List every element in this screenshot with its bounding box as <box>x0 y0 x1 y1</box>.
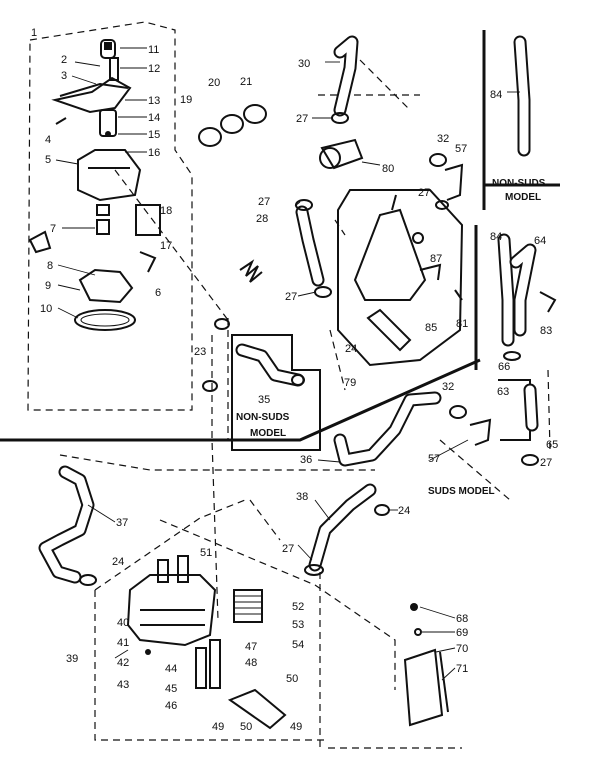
callout-57-a: 57 <box>455 143 467 155</box>
callout-84-b: 84 <box>490 231 502 243</box>
callout-64: 64 <box>534 235 546 247</box>
callout-71: 71 <box>456 663 468 675</box>
callout-27-c: 27 <box>285 291 297 303</box>
callout-37: 37 <box>116 517 128 529</box>
suds-model-label: SUDS MODEL <box>428 486 495 497</box>
model-labels: NON-SUDS MODEL NON-SUDS MODEL SUDS MODEL <box>236 178 546 497</box>
callout-1: 1 <box>31 27 37 39</box>
non-suds-model-label-top-1: NON-SUDS <box>492 178 546 189</box>
callout-38: 38 <box>296 491 308 503</box>
callout-50-b: 50 <box>240 721 252 733</box>
callout-3: 3 <box>61 70 67 82</box>
non-suds-model-label-top-2: MODEL <box>505 192 541 203</box>
agitator-drive-assembly <box>28 39 161 331</box>
callout-40: 40 <box>117 617 129 629</box>
callout-9: 9 <box>45 280 51 292</box>
bracket-assembly <box>403 603 449 727</box>
non-suds-model-label-mid-1: NON-SUDS <box>236 412 290 423</box>
callout-44: 44 <box>165 663 177 675</box>
callout-27-b: 27 <box>258 196 270 208</box>
callout-28: 28 <box>256 213 268 225</box>
callout-30: 30 <box>298 58 310 70</box>
upper-hose-group <box>295 35 364 298</box>
callout-81: 81 <box>456 318 468 330</box>
callout-53: 53 <box>292 619 304 631</box>
callout-27-a: 27 <box>296 113 308 125</box>
callout-6: 6 <box>155 287 161 299</box>
callout-27-f: 27 <box>282 543 294 555</box>
seal-rings <box>198 104 267 147</box>
callout-10: 10 <box>40 303 52 315</box>
callout-19: 19 <box>180 94 192 106</box>
callout-23: 23 <box>194 346 206 358</box>
pump-cone-assembly <box>337 189 464 367</box>
callout-27-e: 27 <box>540 457 552 469</box>
callout-51: 51 <box>200 547 212 559</box>
callout-57-b: 57 <box>428 453 440 465</box>
callout-52: 52 <box>292 601 304 613</box>
callout-49-a: 49 <box>212 721 224 733</box>
callout-15: 15 <box>148 129 160 141</box>
non-suds-hose-top <box>513 35 531 157</box>
elbow-fittings <box>429 153 492 446</box>
callout-labels: 1 2 3 4 5 6 7 8 9 10 11 12 13 14 15 16 1… <box>31 27 558 733</box>
callout-5: 5 <box>45 154 51 166</box>
callout-48: 48 <box>245 657 257 669</box>
callout-17: 17 <box>160 240 172 252</box>
callout-49-b: 49 <box>290 721 302 733</box>
callout-65: 65 <box>546 439 558 451</box>
spring <box>239 259 263 283</box>
callout-7: 7 <box>50 223 56 235</box>
callout-39: 39 <box>66 653 78 665</box>
callout-42: 42 <box>117 657 129 669</box>
callout-63: 63 <box>497 386 509 398</box>
callout-13: 13 <box>148 95 160 107</box>
callout-35: 35 <box>258 394 270 406</box>
callout-54: 54 <box>292 639 304 651</box>
callout-11: 11 <box>148 44 159 56</box>
callout-21: 21 <box>240 76 252 88</box>
callout-70: 70 <box>456 643 468 655</box>
callout-2: 2 <box>61 54 67 66</box>
callout-47: 47 <box>245 641 257 653</box>
callout-20: 20 <box>208 77 220 89</box>
callout-85: 85 <box>425 322 437 334</box>
callout-24-b: 24 <box>398 505 410 517</box>
callout-32-b: 32 <box>442 381 454 393</box>
callout-80: 80 <box>382 163 394 175</box>
callout-24-a: 24 <box>345 343 357 355</box>
callout-27-d: 27 <box>418 187 430 199</box>
pump-hose-37 <box>38 465 97 586</box>
callout-69: 69 <box>456 627 468 639</box>
callout-46: 46 <box>165 700 177 712</box>
callout-4: 4 <box>45 134 51 146</box>
leader-lines <box>55 47 520 681</box>
clamps-23 <box>202 318 230 392</box>
callout-32-a: 32 <box>437 133 449 145</box>
suds-hoses <box>497 233 557 466</box>
callout-12: 12 <box>148 63 160 75</box>
callout-24-c: 24 <box>112 556 124 568</box>
frame-lines <box>0 21 560 749</box>
callout-41: 41 <box>117 637 129 649</box>
pump-assembly <box>126 555 287 730</box>
callout-79: 79 <box>344 377 356 389</box>
callout-68: 68 <box>456 613 468 625</box>
callout-83: 83 <box>540 325 552 337</box>
callout-16: 16 <box>148 147 160 159</box>
callout-14: 14 <box>148 112 160 124</box>
callout-50-a: 50 <box>286 673 298 685</box>
callout-66: 66 <box>498 361 510 373</box>
drain-hoses <box>304 391 442 576</box>
callout-87: 87 <box>430 253 442 265</box>
callout-36: 36 <box>300 454 312 466</box>
callout-45: 45 <box>165 683 177 695</box>
callout-43: 43 <box>117 679 129 691</box>
non-suds-hose-center <box>235 343 305 387</box>
non-suds-model-label-mid-2: MODEL <box>250 428 286 439</box>
callout-8: 8 <box>47 260 53 272</box>
callout-84-a: 84 <box>490 89 502 101</box>
callout-18: 18 <box>160 205 172 217</box>
